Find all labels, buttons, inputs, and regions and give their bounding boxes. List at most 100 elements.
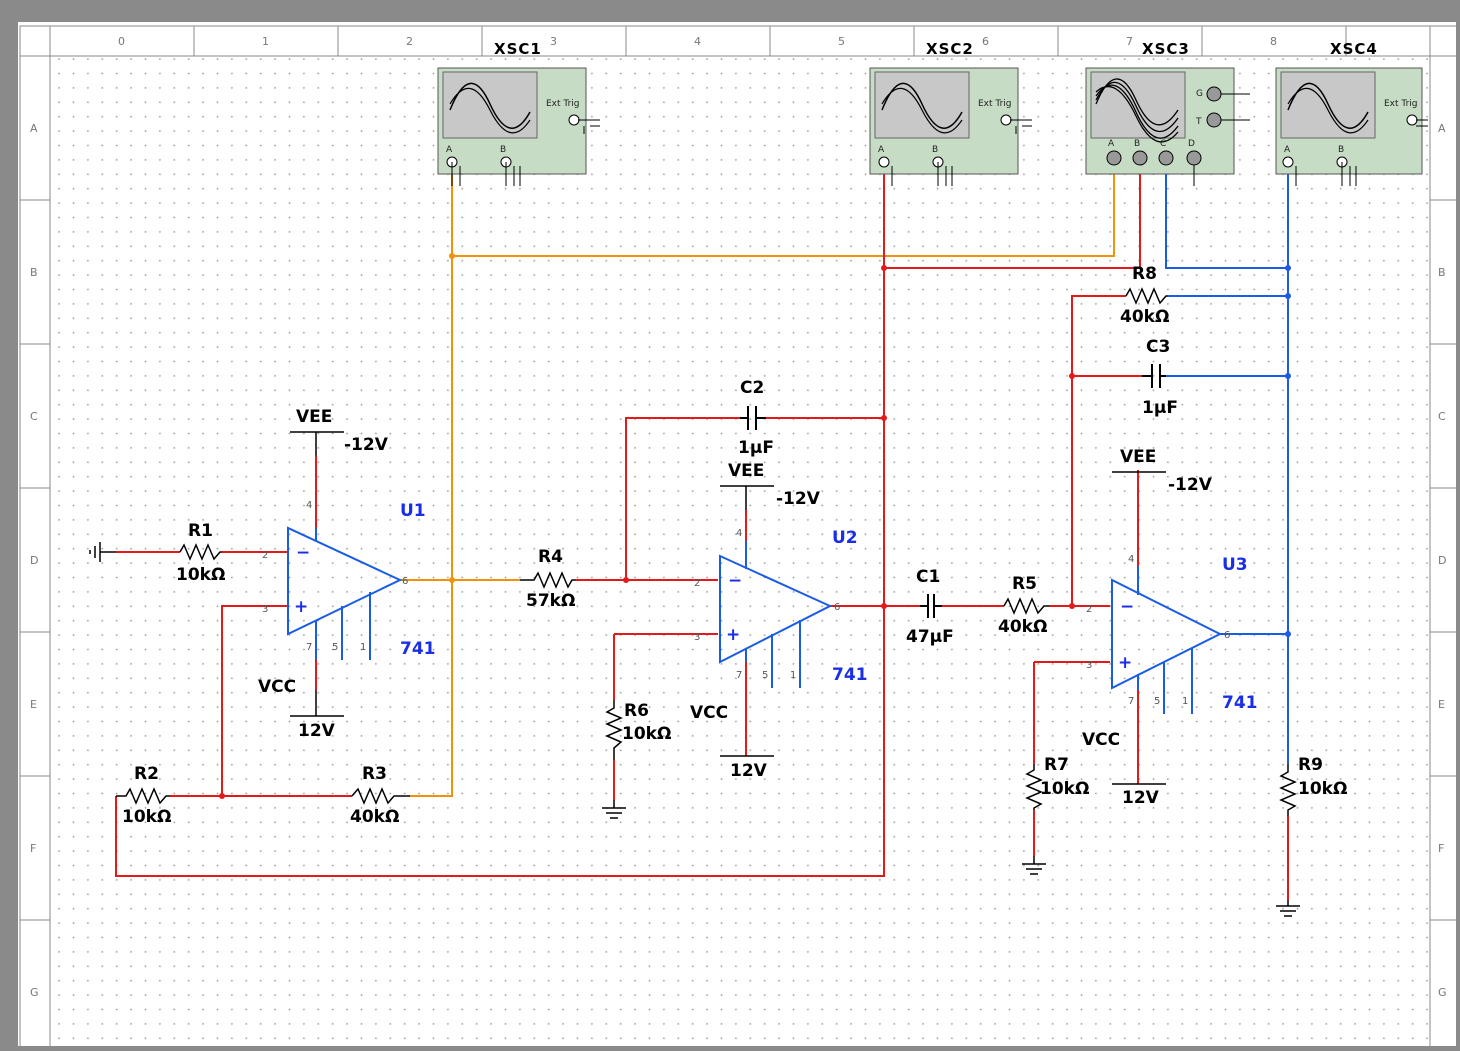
ruler-col-1: 1 <box>262 35 269 48</box>
u1-vee-value: -12V <box>344 435 389 455</box>
xsc3-label: XSC3 <box>1142 40 1190 58</box>
u3-vcc-value: 12V <box>1122 788 1160 808</box>
r8-ref: R8 <box>1132 264 1157 284</box>
ruler-row-c-right: C <box>1438 410 1446 423</box>
u2-vcc-value: 12V <box>730 761 768 781</box>
u2-pin2: 2 <box>694 578 700 589</box>
xsc1-ch-b: B <box>500 145 506 155</box>
ground-symbol-r6[interactable] <box>602 800 626 819</box>
u2-vee-label: VEE <box>728 461 764 481</box>
vee-u3[interactable]: VEE -12V <box>1112 447 1213 495</box>
u3-inv-sign: − <box>1120 597 1134 617</box>
oscilloscope-xsc3[interactable]: XSC3 G T A B C D <box>1085 40 1250 186</box>
opamp-u1[interactable]: − + 2 3 6 4 7 5 1 U1 741 <box>262 500 436 660</box>
c1-ref: C1 <box>916 567 940 587</box>
resistor-r9[interactable]: R9 10kΩ <box>1279 755 1347 816</box>
ruler-col-7: 7 <box>1126 35 1133 48</box>
u1-pin1: 1 <box>360 642 366 653</box>
ruler-row-b-right: B <box>1438 266 1446 279</box>
ruler-row-g: G <box>30 986 39 999</box>
c3-ref: C3 <box>1146 337 1170 357</box>
resistor-r8[interactable]: R8 40kΩ <box>1120 264 1169 327</box>
vee-u2[interactable]: VEE -12V <box>720 461 821 510</box>
xsc4-ext-trig: Ext Trig <box>1384 99 1418 109</box>
oscilloscope-xsc1[interactable]: XSC1 Ext Trig A B <box>437 40 600 186</box>
r7-ref: R7 <box>1044 755 1069 775</box>
c1-value: 47µF <box>906 627 954 647</box>
r9-value: 10kΩ <box>1298 779 1347 799</box>
opamp-u3[interactable]: − + 2 3 6 4 7 5 1 U3 741 <box>1086 554 1258 714</box>
r6-value: 10kΩ <box>622 724 671 744</box>
c2-value: 1µF <box>738 438 774 458</box>
ruler-row-d: D <box>30 554 38 567</box>
u2-ref: U2 <box>832 528 858 548</box>
window-right-edge <box>1456 0 1460 1046</box>
r8-value: 40kΩ <box>1120 307 1169 327</box>
r9-ref: R9 <box>1298 755 1323 775</box>
u3-vee-value: -12V <box>1168 475 1213 495</box>
resistor-r3[interactable]: R3 40kΩ <box>350 764 410 827</box>
u3-part: 741 <box>1222 693 1258 713</box>
xsc2-ch-b: B <box>932 145 938 155</box>
ruler-row-d-right: D <box>1438 554 1446 567</box>
r2-ref: R2 <box>134 764 159 784</box>
ruler-row-f: F <box>30 842 36 855</box>
capacitor-c2[interactable]: C2 1µF <box>738 378 774 458</box>
xsc3-ch-b: B <box>1134 139 1140 149</box>
xsc3-t: T <box>1195 117 1202 127</box>
ruler-col-8: 8 <box>1270 35 1277 48</box>
ruler-row-a: A <box>30 122 38 135</box>
xsc2-ch-a: A <box>878 145 885 155</box>
r5-value: 40kΩ <box>998 617 1047 637</box>
xsc4-ch-a: A <box>1284 145 1291 155</box>
u3-pin2: 2 <box>1086 604 1092 615</box>
u3-pin4: 4 <box>1128 554 1134 565</box>
u2-inv-sign: − <box>728 571 742 591</box>
u1-part: 741 <box>400 639 436 659</box>
ruler-row-g-right: G <box>1438 986 1447 999</box>
r6-ref: R6 <box>624 701 649 721</box>
opamp-u2[interactable]: − + 2 3 6 4 7 5 1 U2 741 <box>694 528 868 688</box>
ruler-row-c: C <box>30 410 38 423</box>
u1-inv-sign: − <box>296 543 310 563</box>
r1-value: 10kΩ <box>176 565 225 585</box>
capacitor-c1[interactable]: C1 47µF <box>906 567 954 647</box>
vcc-u2[interactable]: VCC 12V <box>690 703 774 781</box>
ruler-col-4: 4 <box>694 35 701 48</box>
oscilloscope-xsc2[interactable]: XSC2 Ext Trig A B <box>869 40 1032 186</box>
resistor-r2[interactable]: R2 10kΩ <box>116 764 171 827</box>
u2-noninv-sign: + <box>726 625 740 645</box>
r3-value: 40kΩ <box>350 807 399 827</box>
ground-symbol-input[interactable] <box>89 542 116 562</box>
resistor-r4[interactable]: R4 57kΩ <box>520 547 576 611</box>
ground-symbol-r9[interactable] <box>1276 900 1300 917</box>
ruler-row-a-right: A <box>1438 122 1446 135</box>
u1-pin6: 6 <box>402 576 408 587</box>
ruler-col-3: 3 <box>550 35 557 48</box>
ruler-row-f-right: F <box>1438 842 1444 855</box>
u2-part: 741 <box>832 665 868 685</box>
resistor-r1[interactable]: R1 10kΩ <box>176 521 225 585</box>
resistor-r7[interactable]: R7 10kΩ <box>1025 755 1089 810</box>
capacitor-c3[interactable]: C3 1µF <box>1142 337 1178 418</box>
vcc-u1[interactable]: VCC 12V <box>258 677 344 741</box>
wire-net-orange[interactable] <box>400 172 1115 797</box>
vcc-u3[interactable]: VCC 12V <box>1082 730 1166 808</box>
resistor-r5[interactable]: R5 40kΩ <box>998 574 1050 637</box>
oscilloscope-xsc4[interactable]: XSC4 Ext Trig A B <box>1275 40 1428 186</box>
c3-value: 1µF <box>1142 398 1178 418</box>
resistor-r6[interactable]: R6 10kΩ <box>605 700 671 760</box>
vee-u1[interactable]: VEE -12V <box>290 407 389 456</box>
r5-ref: R5 <box>1012 574 1037 594</box>
r4-value: 57kΩ <box>526 591 575 611</box>
u1-pin4: 4 <box>306 500 312 511</box>
u3-pin6: 6 <box>1224 630 1230 641</box>
u1-pin2: 2 <box>262 550 268 561</box>
ruler-row-e: E <box>30 698 37 711</box>
ruler-col-2: 2 <box>406 35 413 48</box>
u1-pin7: 7 <box>306 642 312 653</box>
ground-symbol-r7[interactable] <box>1022 856 1046 875</box>
wire-net-red[interactable] <box>115 172 1289 900</box>
